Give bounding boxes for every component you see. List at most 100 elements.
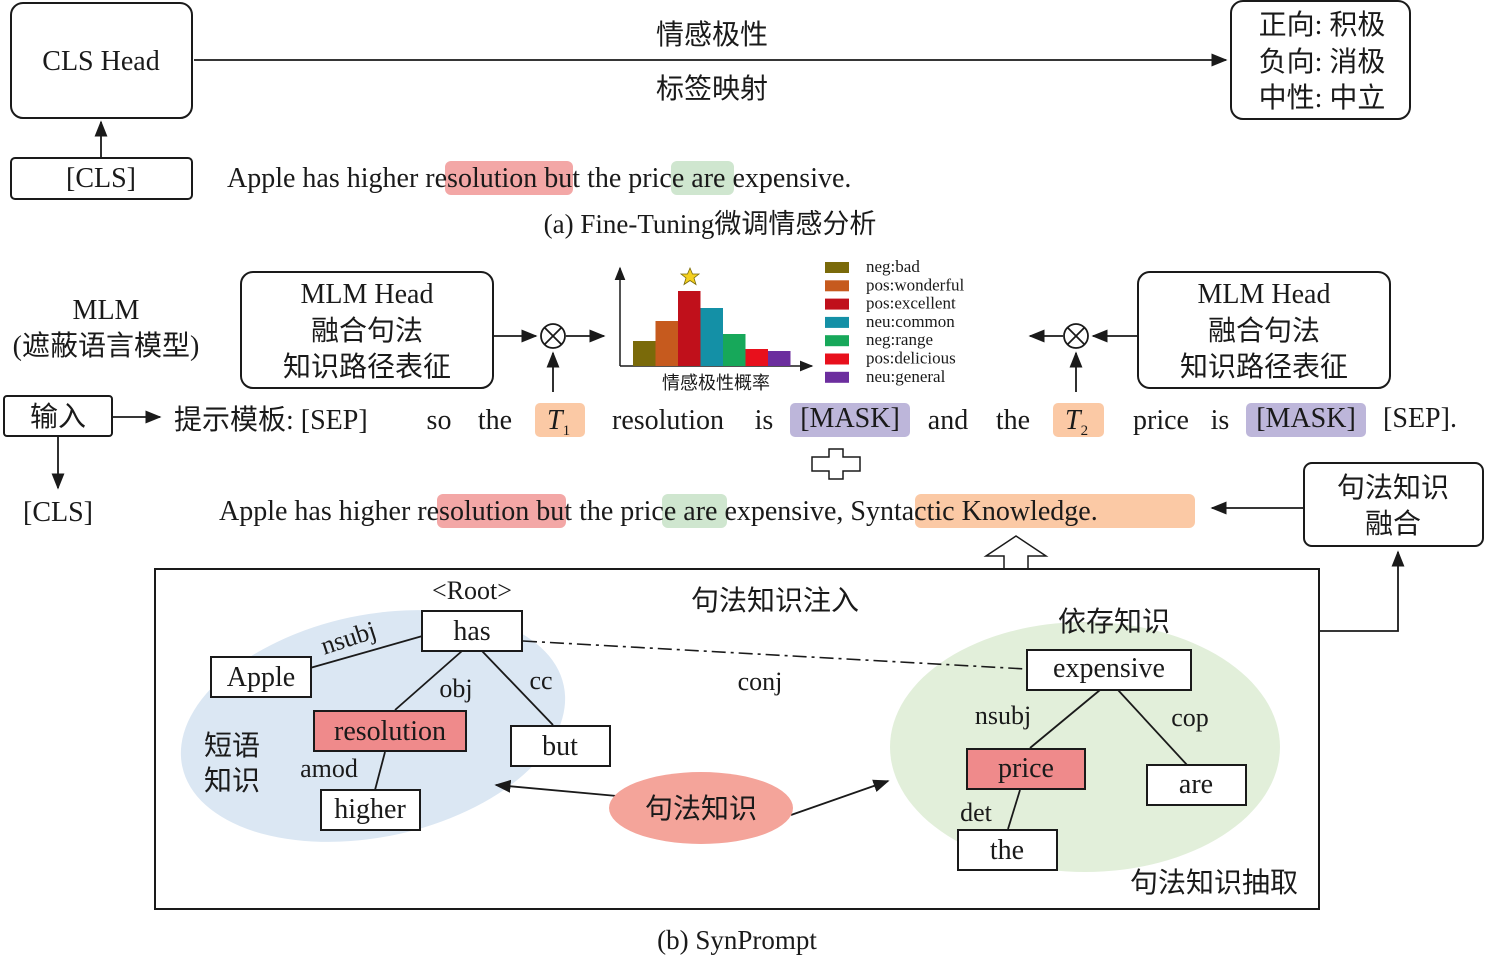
legend-swatch-neu-general <box>825 371 849 383</box>
legend-swatch-neg-range <box>825 335 849 347</box>
edge-expensive-are <box>1117 689 1189 767</box>
legend-label-pos-excellent: pos:excellent <box>866 294 956 313</box>
edge-label-nsubj-2: nsubj <box>975 701 1031 730</box>
edge-resolution-higher <box>374 751 386 791</box>
edge-has-resolution <box>394 650 463 711</box>
label-positive: 正向: 积极 <box>1259 9 1386 41</box>
legend-label-neu-common: neu:common <box>866 312 955 331</box>
node-expensive <box>1026 649 1192 691</box>
edge-price-the <box>1007 789 1021 830</box>
fusion-box <box>1303 462 1484 547</box>
caption-b: (b) SynPrompt <box>657 925 817 955</box>
legend-swatch-pos-delicious <box>825 353 849 365</box>
bar-neu-common <box>700 308 723 366</box>
node-price <box>966 748 1086 790</box>
node-but-label: but <box>542 731 578 762</box>
edge-conj <box>522 640 1027 670</box>
legend-swatch-neu-common <box>825 316 849 328</box>
fusion-line1: 句法知识 <box>1337 472 1449 504</box>
node-has-label: has <box>453 616 490 647</box>
legend-label-neg-bad: neg:bad <box>866 257 920 276</box>
dependency-knowledge-label: 依存知识 <box>1058 606 1170 638</box>
node-the-label: the <box>990 835 1024 866</box>
legend-swatch-pos-excellent <box>825 298 849 310</box>
node-are <box>1146 764 1247 806</box>
node-price-label: price <box>998 753 1054 784</box>
node-the <box>957 829 1058 871</box>
mlm-head-left-line2: 融合句法 <box>311 315 423 347</box>
template-word-is-1: is <box>755 405 774 436</box>
highlight-price-a <box>671 161 734 195</box>
edge-label-det: det <box>960 798 993 827</box>
node-higher <box>320 789 421 831</box>
input-label: 输入 <box>30 401 86 433</box>
phrase-knowledge-line1: 短语 <box>204 730 260 762</box>
mlm-head-box-right <box>1137 271 1391 389</box>
template-word-so: so <box>427 405 452 436</box>
node-but <box>510 725 611 767</box>
cls-token-box <box>10 157 193 200</box>
cls-token-label: [CLS] <box>66 163 136 194</box>
otimes-left <box>540 323 566 349</box>
edge-expensive-price <box>1029 689 1101 749</box>
bar-neg-bad <box>633 341 656 366</box>
edge-label-cop: cop <box>1171 703 1209 732</box>
template-mask-2: [MASK] <box>1256 403 1356 434</box>
template-t1: T1 <box>547 405 570 439</box>
node-higher-label: higher <box>334 794 406 825</box>
frame-to-fusion-arrow <box>1320 550 1405 632</box>
node-has <box>421 610 523 652</box>
node-resolution-label: resolution <box>334 716 446 747</box>
template-word-resolution: resolution <box>612 405 724 436</box>
cls-token-b: [CLS] <box>23 497 93 528</box>
syntax-to-dependency-arrow <box>790 779 890 816</box>
legend-swatch-pos-wonderful <box>825 280 849 292</box>
fusion-line2: 融合 <box>1365 508 1421 540</box>
template-word-and: and <box>928 405 968 436</box>
highlight-mask2 <box>1246 403 1366 437</box>
template-word-the-1: the <box>478 405 512 436</box>
mlm-head-left-line3: 知识路径表征 <box>283 351 451 383</box>
template-t2: T2 <box>1065 405 1088 439</box>
highlight-syntactic-knowledge <box>915 494 1195 528</box>
mlm-head-left-line1: MLM Head <box>301 279 434 310</box>
node-apple <box>210 656 312 698</box>
plus-icon <box>811 448 861 480</box>
injection-label: 句法知识注入 <box>691 585 859 617</box>
bar-neu-general <box>768 351 791 366</box>
bar-pos-excellent <box>678 291 701 366</box>
template-suffix: [SEP]. <box>1383 403 1457 434</box>
input-box <box>3 395 113 437</box>
root-label: <Root> <box>432 576 512 605</box>
sentiment-polarity-label: 情感极性 <box>656 19 768 51</box>
input-sentence-b: Apple has higher resolution but the pric… <box>219 496 1098 527</box>
polarity-labels-box <box>1230 0 1411 120</box>
mlm-head-box-left <box>240 271 494 389</box>
template-word-the-2: the <box>996 405 1030 436</box>
syntax-knowledge-label: 句法知识 <box>645 793 757 825</box>
cls-head-box <box>10 2 193 119</box>
template-word-is-2: is <box>1211 405 1230 436</box>
legend-label-neg-range: neg:range <box>866 330 933 349</box>
phrase-knowledge-line2: 知识 <box>204 765 260 797</box>
bar-pos-delicious <box>745 349 768 366</box>
mlm-head-right-line3: 知识路径表征 <box>1180 351 1348 383</box>
node-apple-label: Apple <box>227 662 295 693</box>
cls-head-label: CLS Head <box>42 46 159 77</box>
syntax-knowledge-ellipse <box>609 772 793 844</box>
label-negative: 负向: 消极 <box>1259 46 1386 78</box>
template-word-price: price <box>1133 405 1189 436</box>
bar-pos-wonderful <box>655 321 678 366</box>
otimes-right <box>1063 323 1089 349</box>
edge-has-but <box>481 650 554 726</box>
legend-label-neu-general: neu:general <box>866 367 946 386</box>
highlight-t1 <box>535 403 585 437</box>
chart-xlabel: 情感极性概率 <box>662 373 770 393</box>
edge-label-amod: amod <box>300 754 358 783</box>
extraction-label: 句法知识抽取 <box>1130 867 1298 899</box>
edge-has-apple <box>309 630 441 669</box>
mlm-head-right-line1: MLM Head <box>1198 279 1331 310</box>
node-resolution <box>313 710 467 752</box>
node-expensive-label: expensive <box>1053 653 1165 684</box>
